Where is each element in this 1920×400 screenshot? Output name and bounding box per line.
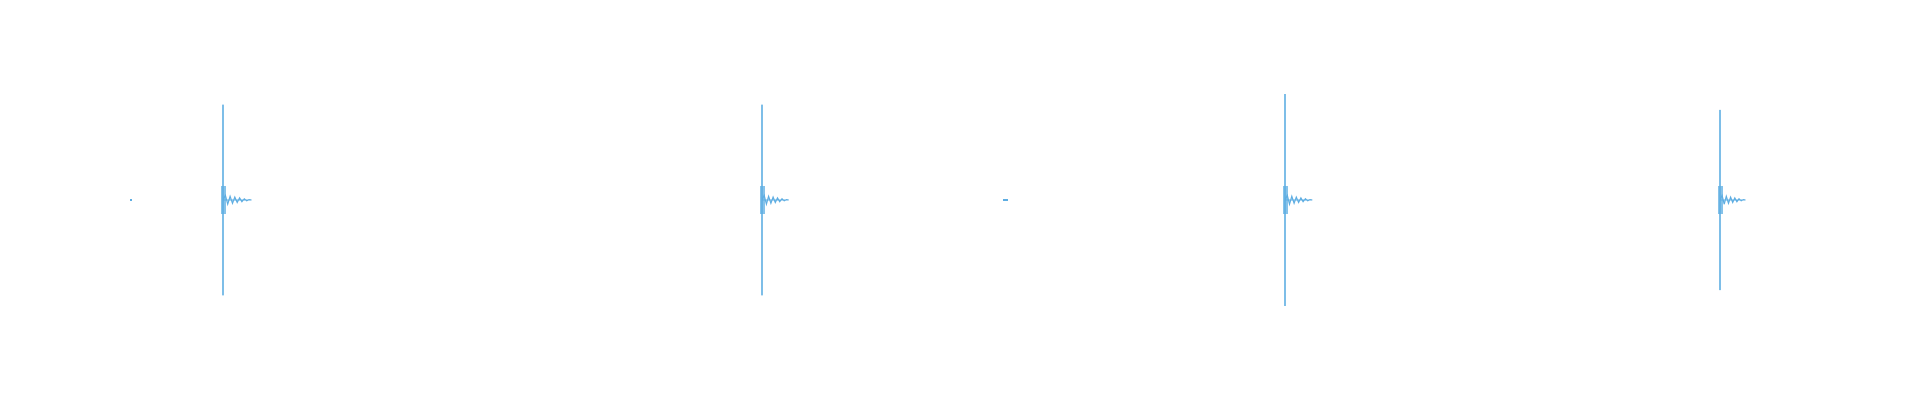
waveform-blip <box>1003 199 1008 201</box>
waveform-marks <box>130 94 1746 306</box>
waveform-spike-tail <box>1719 193 1746 206</box>
waveform-spike-tail <box>222 193 252 207</box>
waveform-spike-tail <box>1284 193 1313 207</box>
waveform-spike-tail <box>761 193 789 207</box>
waveform-blip <box>130 199 132 201</box>
